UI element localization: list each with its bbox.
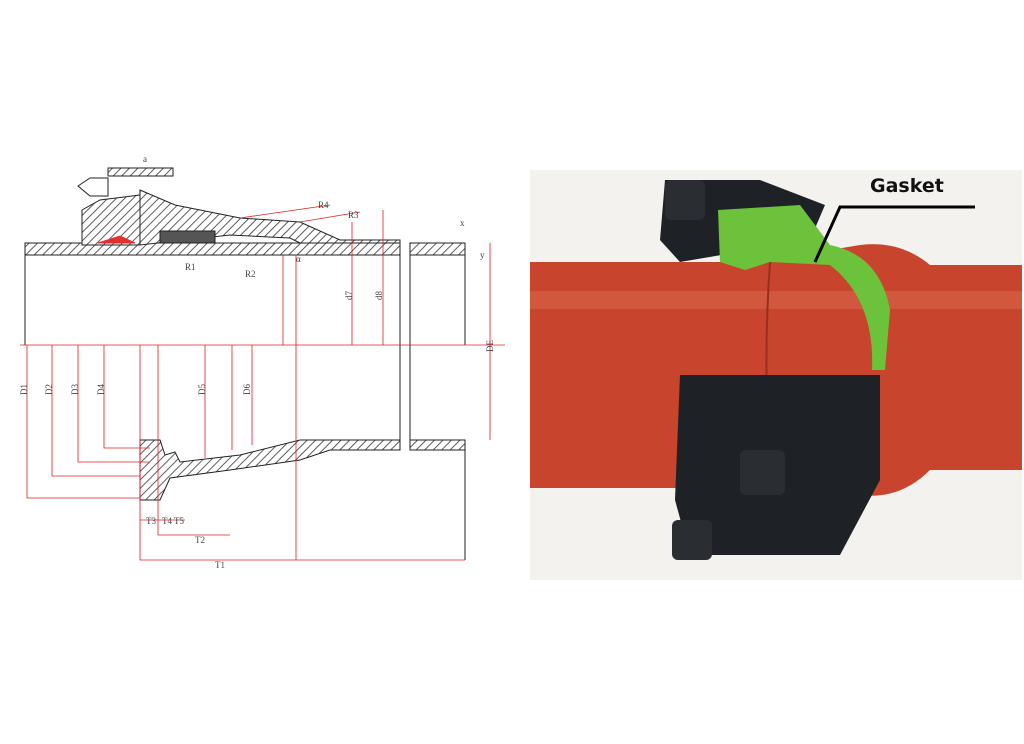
- bolt-nut: [77, 177, 109, 197]
- label-t4: T4: [162, 516, 172, 526]
- label-r4: R4: [318, 200, 329, 210]
- coupling-photo: Gasket: [530, 170, 1022, 580]
- label-d5: D5: [197, 384, 207, 395]
- lower-section: [139, 345, 466, 560]
- callout-line: [813, 205, 975, 263]
- label-d6: D6: [242, 384, 252, 395]
- upper-section: [24, 167, 466, 345]
- label-t3: T3: [146, 516, 156, 526]
- label-d3: D3: [70, 384, 80, 395]
- label-d8: d8: [374, 291, 384, 301]
- label-d2: D2: [44, 384, 54, 395]
- gasket-section: [718, 205, 890, 370]
- label-t5: T5: [174, 516, 184, 526]
- lower-bolt-2: [672, 520, 712, 560]
- label-de: DE: [485, 340, 495, 352]
- label-x: x: [460, 218, 465, 228]
- dimension-lines: [20, 204, 505, 561]
- lower-bolt: [740, 450, 785, 495]
- pipe-wall-right: [409, 242, 466, 256]
- label-d1: D1: [19, 384, 29, 395]
- socket-bell-lower: [139, 439, 401, 501]
- label-r2: R2: [245, 269, 256, 279]
- label-d4: D4: [96, 384, 106, 395]
- lock-ring: [97, 235, 136, 244]
- upper-bolt: [665, 180, 705, 220]
- label-y: y: [480, 250, 485, 260]
- dimension-labels: D1 D2 D3 D4 D5 D6 d7 d8 DE T1 T2 T3 T4 T…: [19, 154, 495, 570]
- label-t1: T1: [215, 560, 225, 570]
- rubber-gasket: [159, 230, 216, 244]
- label-r1: R1: [185, 262, 196, 272]
- label-r3: R3: [348, 210, 359, 220]
- label-a: a: [143, 154, 147, 164]
- bolt-head: [107, 167, 174, 177]
- label-d7: d7: [344, 291, 354, 301]
- gasket-callout: Gasket: [870, 175, 944, 197]
- pipe-wall-lower: [409, 439, 466, 451]
- label-t2: T2: [195, 535, 205, 545]
- spigot-wall: [24, 242, 401, 256]
- gland-ring: [81, 194, 141, 246]
- label-alpha: α: [296, 254, 301, 264]
